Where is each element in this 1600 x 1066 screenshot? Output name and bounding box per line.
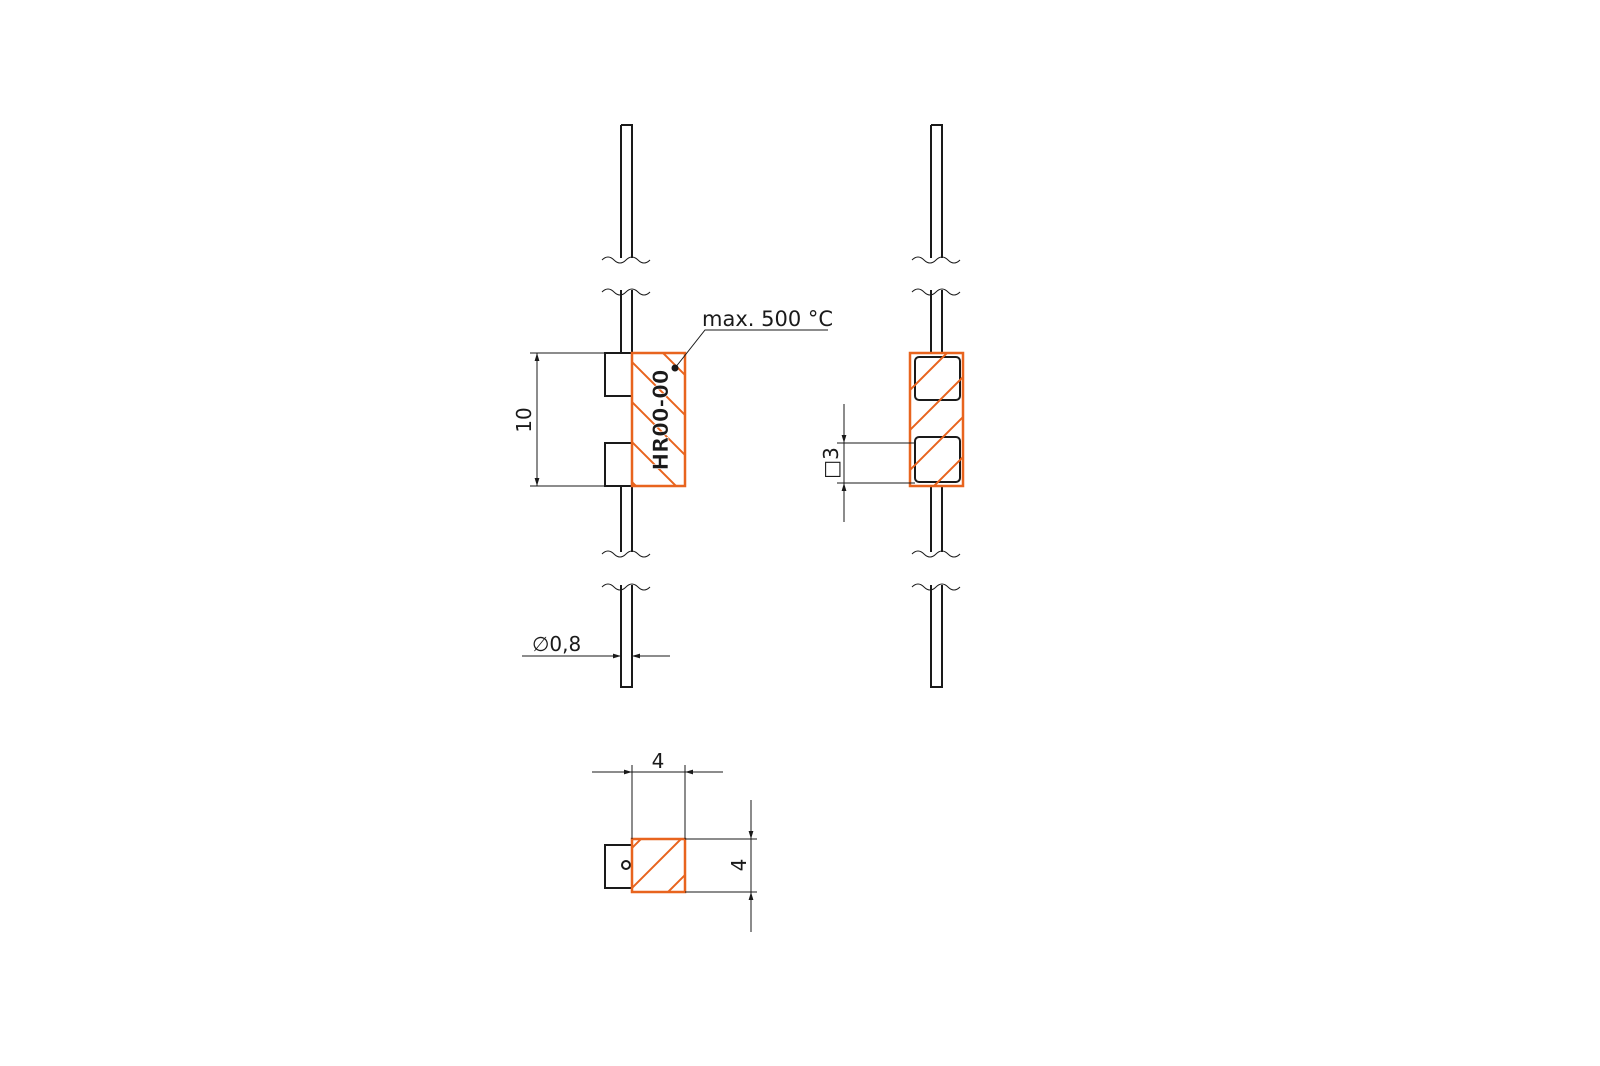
sensor-body-left xyxy=(630,351,687,488)
dimension-height xyxy=(685,800,757,932)
dimension-width-text: 4 xyxy=(652,749,665,773)
wire-right xyxy=(930,124,943,688)
sensor-body-right xyxy=(908,351,965,488)
dimension-square xyxy=(837,404,915,522)
terminal-square-top xyxy=(914,356,961,401)
top-view xyxy=(604,837,687,894)
temperature-note: max. 500 °C xyxy=(702,307,833,331)
sensor-body-bottom xyxy=(630,837,687,894)
hatch-left xyxy=(632,353,685,486)
terminal-tab-bottom xyxy=(604,442,633,487)
marking-text: HR00-00 xyxy=(649,370,673,471)
dimension-width xyxy=(592,765,723,839)
side-view xyxy=(908,124,965,688)
temperature-leader xyxy=(671,329,828,372)
terminal-tab-top xyxy=(604,352,633,397)
dimension-length-text: 10 xyxy=(512,407,536,432)
dimension-length xyxy=(530,352,605,487)
wire-left xyxy=(620,124,633,688)
break-lines xyxy=(601,256,651,591)
dimension-height-text: 4 xyxy=(727,859,751,872)
dimension-square-text: □3 xyxy=(819,447,843,479)
break-lines-right xyxy=(911,256,961,591)
dimension-diameter-text: ∅0,8 xyxy=(532,632,581,656)
front-view xyxy=(601,124,687,688)
